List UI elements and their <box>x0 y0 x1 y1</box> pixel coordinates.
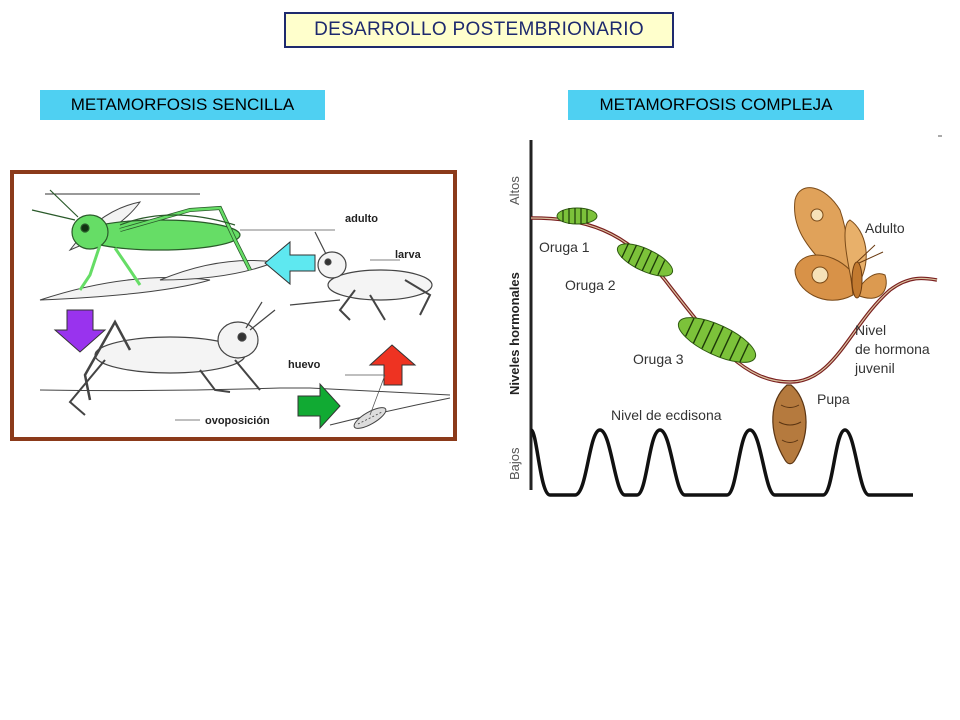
complex-metamorphosis-diagram: Altos Niveles hormonales Bajos <box>507 135 942 497</box>
pupa-icon <box>772 384 807 465</box>
label-pupa: Pupa <box>817 391 850 407</box>
ecdysone-curve <box>529 428 913 497</box>
arrow-cyan-icon <box>264 240 316 286</box>
page-title: DESARROLLO POSTEMBRIONARIO <box>284 12 674 48</box>
simple-metamorphosis-heading: METAMORFOSIS SENCILLA <box>40 90 325 120</box>
ground-line <box>39 387 451 396</box>
arrow-green-icon <box>297 382 341 430</box>
label-huevo: huevo <box>288 359 321 371</box>
caterpillar-2-icon <box>616 243 674 277</box>
label-juvenil: juvenil <box>854 360 895 376</box>
diagram-frame <box>10 170 457 441</box>
complex-metamorphosis-heading: METAMORFOSIS COMPLEJA <box>568 90 864 120</box>
larva-illustration <box>289 231 433 321</box>
label-adulto: adulto <box>345 213 378 225</box>
leader-lines <box>175 229 400 421</box>
label-oruga-3: Oruga 3 <box>633 351 684 367</box>
label-ovoposicion: ovoposición <box>205 415 270 427</box>
egg-pod-illustration <box>353 407 387 429</box>
label-adulto: Adulto <box>865 220 905 236</box>
label-nivel: Nivel <box>855 322 886 338</box>
axis-high-label: Altos <box>507 176 522 205</box>
caterpillar-3-icon <box>677 317 757 363</box>
soil-line <box>329 397 451 426</box>
adult-grasshopper-illustration <box>31 189 252 291</box>
label-de-hormona: de hormona <box>855 341 930 357</box>
juvenile-hormone-curve-highlight <box>530 217 938 383</box>
axis-low-label: Bajos <box>507 447 522 480</box>
label-larva: larva <box>395 249 422 261</box>
y-axis-label: Niveles hormonales <box>507 272 522 395</box>
label-oruga-2: Oruga 2 <box>565 277 616 293</box>
label-oruga-1: Oruga 1 <box>539 239 590 255</box>
label-ecdisona: Nivel de ecdisona <box>611 407 722 423</box>
simple-metamorphosis-diagram: adulto larva huevo ovoposición <box>10 170 457 441</box>
egg-laying-grasshopper-illustration <box>68 301 276 416</box>
arrow-red-icon <box>368 344 417 386</box>
caterpillar-1-icon <box>556 207 598 225</box>
adult-moth-icon <box>794 187 887 301</box>
arrow-purple-icon <box>53 309 107 353</box>
